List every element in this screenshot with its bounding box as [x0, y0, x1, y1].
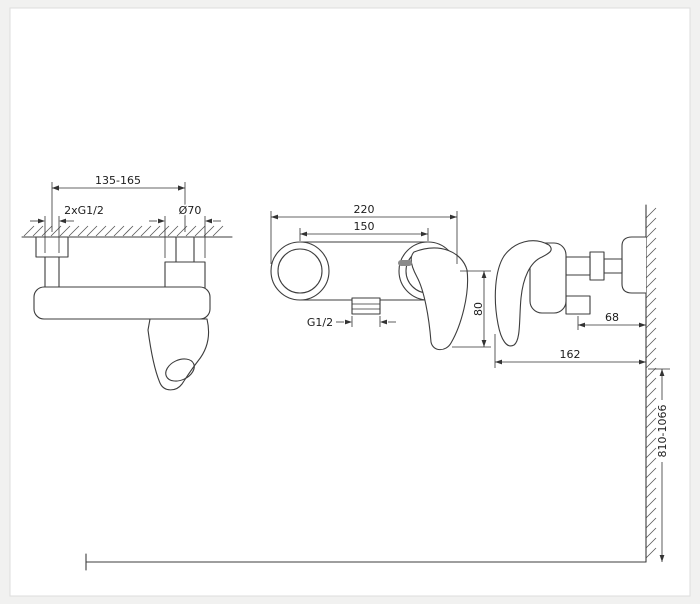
- dimension-arrow: [639, 359, 646, 365]
- handle-height-label: 80: [472, 302, 485, 316]
- dimension-arrow: [300, 231, 307, 237]
- handle-side-view: [494, 240, 552, 347]
- spacing-dimension-label: 135-165: [95, 174, 141, 187]
- connector-stem: [565, 256, 591, 276]
- mixer-body-side-view: [529, 242, 567, 314]
- dimension-arrow: [481, 271, 487, 278]
- outlet-offset-label: 68: [605, 311, 619, 324]
- outlet-front-view: [351, 297, 381, 315]
- dimension-arrow: [421, 231, 428, 237]
- side-view: 68 162 810-1066: [85, 204, 671, 571]
- inlet-centers-label: 150: [354, 220, 375, 233]
- dimension-arrow: [178, 185, 185, 191]
- dimension-arrow: [271, 214, 278, 220]
- depth-label: 162: [560, 348, 581, 361]
- depth-dimension: 162: [494, 334, 646, 368]
- inlet-thread-dimension: 2xG1/2: [30, 203, 105, 253]
- dimension-arrow: [38, 218, 45, 224]
- inlet-thread-label: 2xG1/2: [64, 204, 104, 217]
- install-height-label: 810-1066: [656, 405, 669, 458]
- handle-front-view: [410, 247, 469, 351]
- handle-top-view: [147, 318, 210, 391]
- handle-height-dimension: 80: [452, 270, 491, 348]
- inlet-centers-dimension: 150: [299, 219, 429, 241]
- mixer-body-top-view: [33, 286, 211, 320]
- outlet-thread-label: G1/2: [307, 316, 333, 329]
- wall-hatch: [645, 207, 657, 559]
- brand-logo-mark: [398, 260, 412, 266]
- left-escutcheon-inner-ring: [277, 248, 323, 294]
- right-inlet-escutcheon: [164, 261, 206, 291]
- dimension-arrow: [578, 322, 585, 328]
- left-escutcheon-front: [270, 241, 330, 301]
- dimension-arrow: [380, 319, 387, 325]
- wall-escutcheon-side: [621, 236, 646, 294]
- dimension-arrow: [59, 218, 66, 224]
- overall-width-label: 220: [354, 203, 375, 216]
- dimension-arrow: [659, 369, 665, 376]
- spacing-dimension: 135-165: [51, 173, 186, 232]
- right-inlet-stem: [175, 236, 195, 264]
- dimension-arrow: [495, 359, 502, 365]
- dimension-arrow: [52, 185, 59, 191]
- handle-end-detail: [165, 358, 195, 382]
- dimension-arrow: [345, 319, 352, 325]
- left-inlet-stem: [44, 256, 60, 292]
- outlet-side-view: [565, 295, 591, 315]
- install-height-dimension: 810-1066: [648, 368, 671, 562]
- overall-width-dimension: 220: [270, 202, 458, 264]
- outlet-offset-dimension: 68: [577, 310, 646, 330]
- escutcheon-diameter-dimension: Ø70: [149, 203, 221, 258]
- dimension-arrow: [639, 322, 646, 328]
- dimension-arrow: [659, 555, 665, 562]
- dimension-arrow: [158, 218, 165, 224]
- connector-nut: [589, 251, 605, 281]
- front-view: 220 150 G1/2 80: [270, 202, 491, 351]
- escutcheon-diameter-label: Ø70: [179, 204, 202, 217]
- outlet-thread-dimension: G1/2: [305, 315, 396, 331]
- left-inlet-escutcheon: [35, 236, 69, 258]
- connector-pipe: [603, 258, 623, 274]
- dimension-arrow: [450, 214, 457, 220]
- dimension-arrow: [205, 218, 212, 224]
- top-view: 135-165 2xG1/2 Ø70: [21, 173, 233, 391]
- dimension-arrow: [481, 340, 487, 347]
